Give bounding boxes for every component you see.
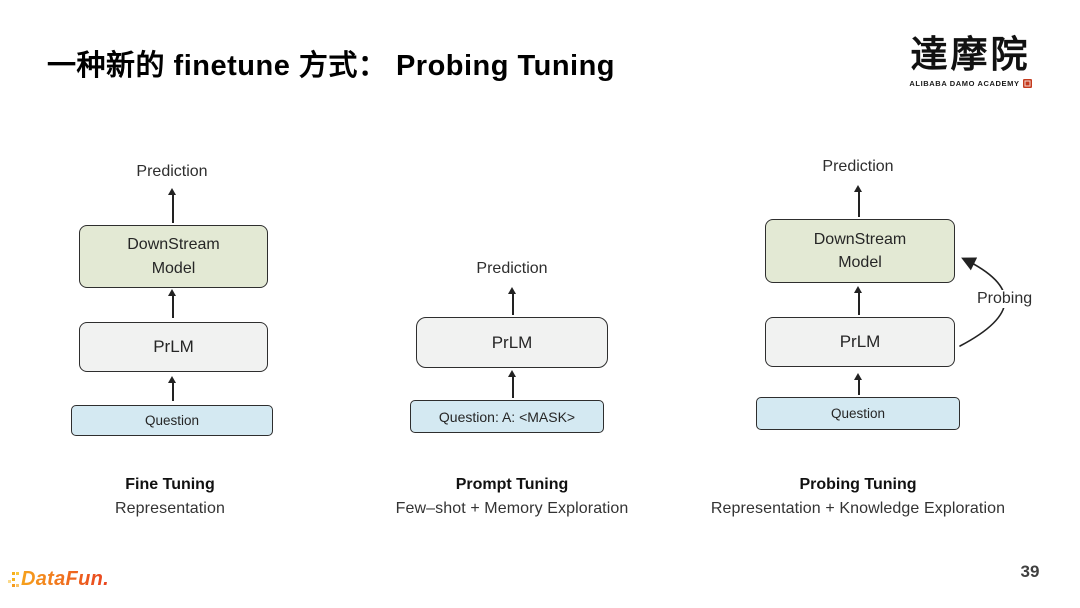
- slide-title: 一种新的 finetune 方式： Probing Tuning: [47, 50, 616, 82]
- prediction-label: Prediction: [136, 163, 208, 180]
- caption-title: Fine Tuning: [125, 476, 215, 493]
- question-box: Question: [71, 405, 273, 436]
- arrow-up-icon: [509, 370, 515, 398]
- damo-logo-chinese: 達摩院: [910, 35, 1031, 76]
- caption-fine-tuning: Fine Tuning Representation: [40, 476, 300, 518]
- arrow-up-icon: [169, 376, 175, 401]
- downstream-model-label: DownStream: [813, 230, 907, 248]
- downstream-model-box: DownStream Model: [765, 219, 955, 283]
- prediction-label: Prediction: [822, 158, 894, 175]
- prediction-label: Prediction: [476, 260, 548, 277]
- downstream-model-label: DownStream: [127, 236, 220, 254]
- diagram-prompt-tuning: Prediction PrLM Question: A: <MASK> Prom…: [362, 150, 662, 540]
- arrow-up-icon: [855, 286, 861, 315]
- question-label: Question: [144, 413, 200, 428]
- downstream-model-label-line2: Model: [151, 259, 196, 277]
- damo-logo-english: ALIBABA DAMO ACADEMY: [909, 78, 1020, 88]
- page-number: 39: [1020, 562, 1040, 581]
- caption-subtitle: Few–shot + Memory Exploration: [395, 500, 629, 517]
- question-box: Question: [756, 397, 960, 430]
- question-mask-box: Question: A: <MASK>: [410, 400, 604, 433]
- prlm-box: PrLM: [765, 317, 955, 367]
- damo-academy-logo: 達摩院 ALIBABA DAMO ACADEMY: [888, 35, 1053, 88]
- arrow-up-icon: [509, 287, 515, 315]
- damo-seal-icon: [1022, 78, 1032, 88]
- datafun-dots-icon: [12, 578, 15, 581]
- arrow-up-icon: [169, 289, 175, 318]
- downstream-model-box: DownStream Model: [79, 225, 268, 288]
- damo-logo-subtitle-row: ALIBABA DAMO ACADEMY: [888, 78, 1053, 88]
- prlm-box: PrLM: [79, 322, 268, 372]
- diagram-fine-tuning: Prediction DownStream Model PrLM Questio…: [40, 150, 300, 540]
- question-mask-label: Question: A: <MASK>: [438, 408, 576, 425]
- probing-label: Probing: [974, 290, 1036, 308]
- downstream-model-label-line2: Model: [838, 254, 882, 271]
- caption-probing-tuning: Probing Tuning Representation + Knowledg…: [680, 476, 1036, 518]
- question-label: Question: [830, 406, 886, 421]
- datafun-logo-text: DataFun.: [21, 568, 109, 590]
- prlm-label: PrLM: [491, 332, 533, 352]
- prlm-label: PrLM: [839, 332, 881, 351]
- arrow-up-icon: [855, 373, 861, 395]
- caption-subtitle: Representation: [115, 500, 225, 517]
- caption-subtitle: Representation + Knowledge Exploration: [710, 500, 1006, 517]
- prlm-box: PrLM: [416, 317, 608, 368]
- arrow-up-icon: [169, 188, 175, 223]
- caption-title: Probing Tuning: [799, 476, 917, 493]
- datafun-logo: DataFun.: [12, 568, 109, 591]
- arrow-up-icon: [855, 185, 861, 217]
- prlm-label: PrLM: [153, 337, 194, 356]
- caption-prompt-tuning: Prompt Tuning Few–shot + Memory Explorat…: [362, 476, 662, 518]
- caption-title: Prompt Tuning: [455, 476, 569, 493]
- diagram-probing-tuning: Prediction DownStream Model PrLM Questio…: [680, 150, 1080, 540]
